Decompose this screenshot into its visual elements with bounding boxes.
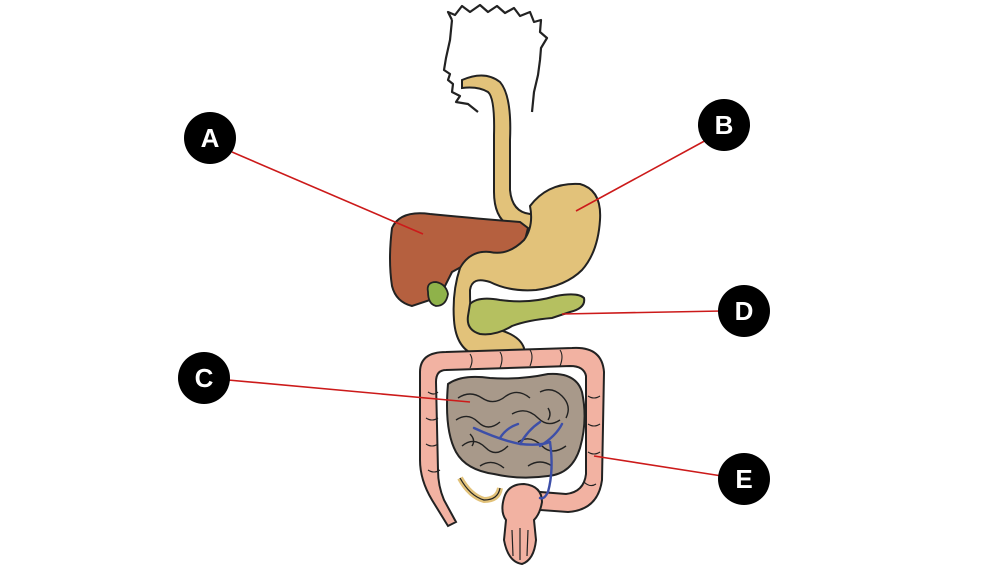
- leader-line-e: [593, 455, 723, 477]
- label-badge-c: C: [178, 352, 230, 404]
- label-badge-b: B: [698, 99, 750, 151]
- large-intestine: [419, 346, 606, 528]
- leader-line-b: [575, 137, 711, 212]
- pancreas: [466, 293, 586, 336]
- label-badge-e: E: [718, 453, 770, 505]
- colon-haustra: [425, 349, 601, 487]
- leader-lines: [227, 137, 723, 477]
- label-b: B: [715, 110, 734, 140]
- leader-line-c: [227, 379, 471, 403]
- small-intestine-coils: [455, 389, 569, 469]
- leader-line-d: [561, 310, 723, 315]
- leader-line-a: [231, 151, 424, 235]
- head-outline: [442, 3, 549, 113]
- rectum-folds: [511, 528, 529, 560]
- label-badge-d: D: [718, 285, 770, 337]
- mesenteric-vessel: [472, 420, 564, 500]
- rectum: [501, 482, 544, 566]
- label-badge-a: A: [184, 112, 236, 164]
- label-a: A: [201, 123, 220, 153]
- label-d: D: [735, 296, 754, 326]
- label-c: C: [195, 363, 214, 393]
- gallbladder: [426, 281, 449, 307]
- esophagus: [461, 74, 541, 234]
- label-e: E: [735, 464, 752, 494]
- ileum-loop: [457, 476, 503, 504]
- ileum-loop-outline: [459, 477, 501, 501]
